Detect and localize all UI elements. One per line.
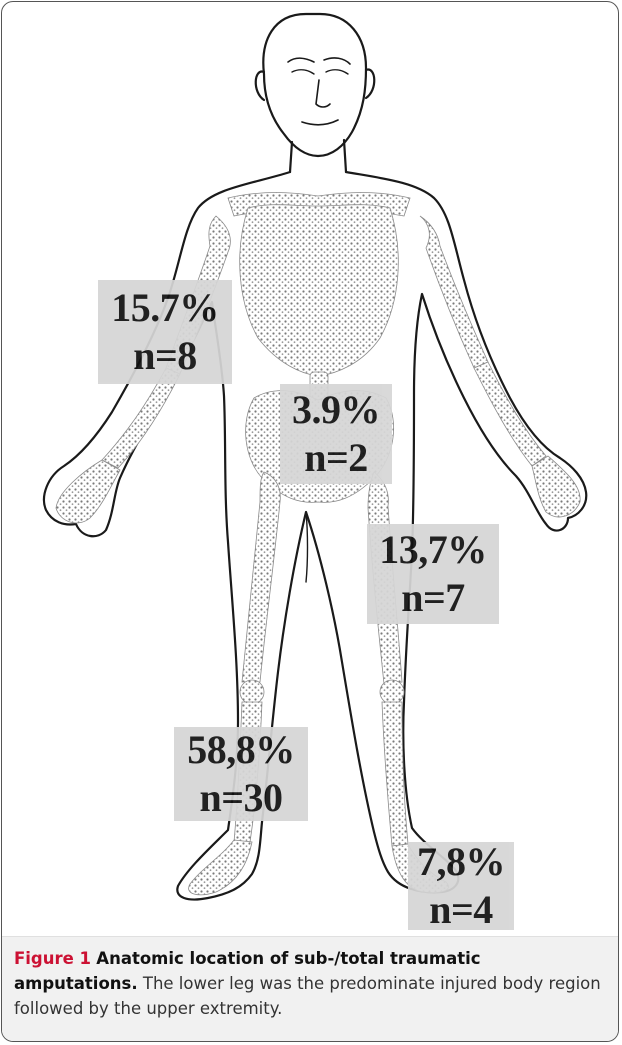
label-foot-count: n=4 [429, 886, 493, 934]
label-thigh-count: n=7 [401, 574, 465, 622]
label-lower-leg-count: n=30 [199, 774, 282, 822]
caption-figure-label: Figure 1 [14, 949, 91, 968]
label-upper-arm: 15.7% n=8 [98, 280, 232, 384]
head-outline [263, 14, 366, 156]
figure-caption: Figure 1 Anatomic location of sub-/total… [14, 946, 604, 1021]
label-thigh: 13,7% n=7 [367, 524, 499, 624]
label-foot-percent: 7,8% [417, 838, 505, 886]
label-foot: 7,8% n=4 [408, 842, 514, 930]
label-pelvis-count: n=2 [304, 434, 368, 482]
label-upper-arm-percent: 15.7% [111, 284, 219, 332]
label-pelvis-percent: 3.9% [292, 386, 380, 434]
label-upper-arm-count: n=8 [133, 332, 197, 380]
ribcage [240, 205, 399, 376]
label-pelvis: 3.9% n=2 [280, 384, 392, 484]
figure-image: 15.7% n=8 3.9% n=2 13,7% n=7 58,8% n=30 … [2, 2, 619, 932]
label-thigh-percent: 13,7% [379, 526, 487, 574]
label-lower-leg-percent: 58,8% [187, 726, 295, 774]
label-lower-leg: 58,8% n=30 [174, 727, 308, 821]
